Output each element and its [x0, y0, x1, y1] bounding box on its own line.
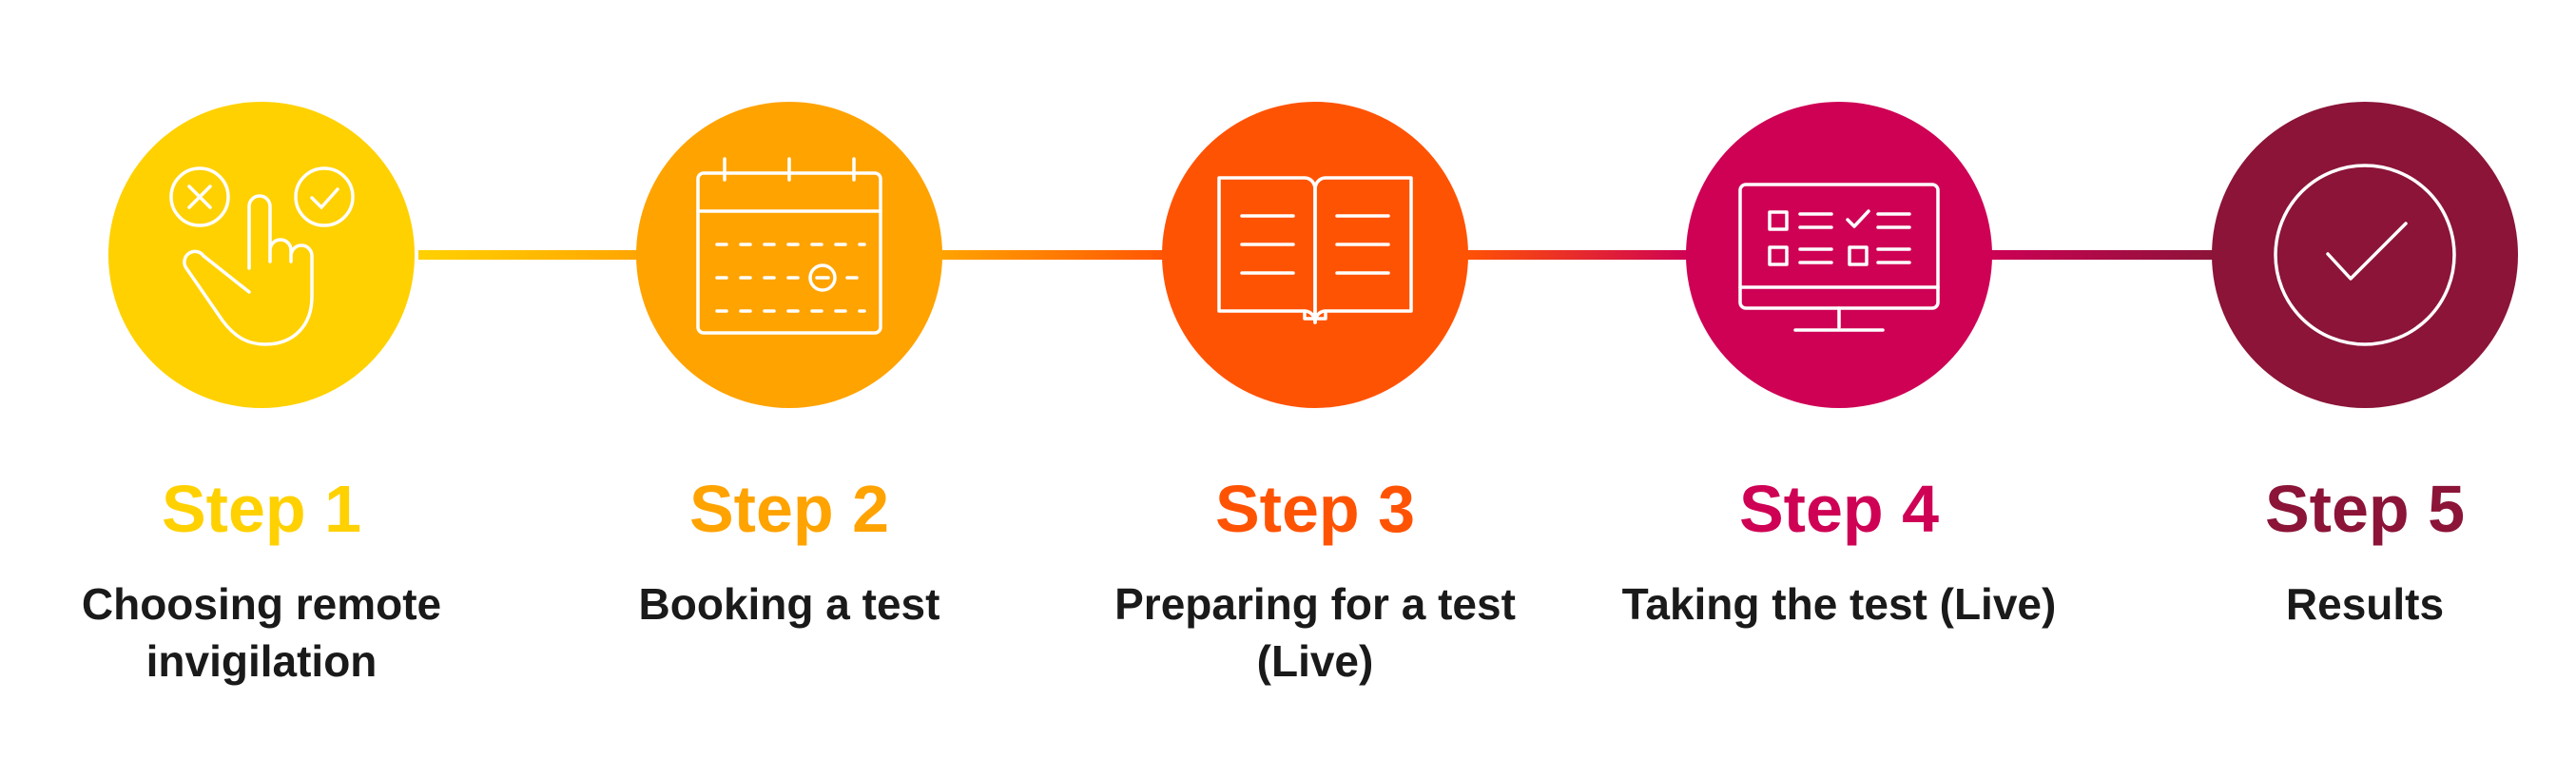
- step-1-circle: [108, 102, 415, 408]
- step-1-description: Choosing remote invigilation: [81, 579, 442, 686]
- calendar-icon: [696, 157, 882, 335]
- step-5-circle: [2212, 102, 2518, 408]
- pointing-hand-choice-icon: [169, 166, 355, 346]
- step-5-title: Step 5: [2264, 472, 2466, 546]
- computer-monitor-checklist-icon: [1738, 183, 1940, 332]
- step-2-circle: [636, 102, 942, 408]
- step-2-title: Step 2: [688, 472, 890, 546]
- step-3-circle: [1162, 102, 1468, 408]
- step-3-title: Step 3: [1214, 472, 1416, 546]
- open-book-icon: [1217, 176, 1413, 324]
- step-1-title: Step 1: [161, 472, 362, 546]
- step-4-circle: [1686, 102, 1992, 408]
- step-2-description: Booking a test: [638, 579, 940, 629]
- connector-step1-step2: [418, 250, 647, 260]
- step-4-title: Step 4: [1738, 472, 1940, 546]
- step-3-description: Preparing for a test (Live): [1114, 579, 1516, 686]
- step-4-description: Taking the test (Live): [1621, 579, 2057, 629]
- checkmark-circle-icon: [2274, 164, 2456, 346]
- connector-step3-step4: [1464, 250, 1693, 260]
- step-5-description: Results: [2285, 579, 2445, 629]
- connector-step2-step3: [941, 250, 1170, 260]
- connector-step4-step5: [1987, 250, 2216, 260]
